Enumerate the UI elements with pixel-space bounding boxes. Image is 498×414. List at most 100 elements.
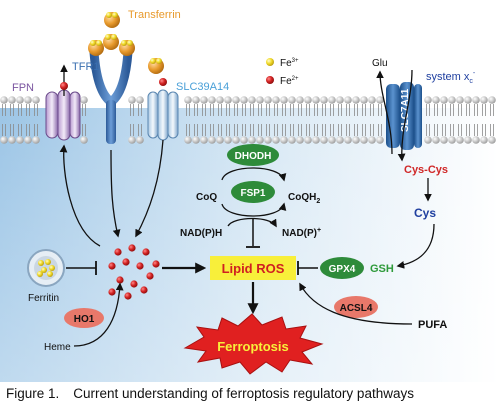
slc7a11-transporter <box>386 82 422 150</box>
lipid-tail <box>258 104 262 116</box>
ferritin-label: Ferritin <box>28 293 59 304</box>
lipid-tail <box>362 124 366 136</box>
lipid-head <box>248 136 256 144</box>
lipid-head <box>480 136 488 144</box>
lipid-tail <box>450 124 454 136</box>
lipid-head <box>8 136 16 144</box>
lipid-head <box>376 136 384 144</box>
ferritin <box>27 249 65 287</box>
tfr1-to-iron-arrow <box>110 149 121 238</box>
lipid-head <box>352 96 360 104</box>
figure-caption-text: Current understanding of ferroptosis reg… <box>73 386 414 401</box>
fe2-dot <box>146 272 154 280</box>
lipid-tail <box>266 104 270 116</box>
lipid-head <box>240 136 248 144</box>
lipid-head <box>432 96 440 104</box>
lipid-head <box>24 96 32 104</box>
fe2-legend-label: Fe2+ <box>280 76 299 87</box>
ferroptosis-label: Ferroptosis <box>217 339 289 354</box>
lipid-head <box>368 96 376 104</box>
lipid-head <box>336 136 344 144</box>
pufa-label: PUFA <box>418 319 447 331</box>
lipid-head <box>328 136 336 144</box>
fe2-dot <box>128 244 136 252</box>
lipid-head <box>424 96 432 104</box>
lipid-tail <box>242 104 246 116</box>
lipid-tail <box>274 124 278 136</box>
lipid-tail <box>194 124 198 136</box>
diagram-canvas: FPN TFR1 Transferrin SLC39A14 <box>0 9 498 382</box>
lipid-tail <box>306 124 310 136</box>
iron-legend: Fe3+ Fe2+ <box>266 58 299 87</box>
lipid-head <box>488 96 496 104</box>
lipid-tail <box>314 124 318 136</box>
lipid-head <box>240 96 248 104</box>
coqh2-label: CoQH2 <box>288 192 320 205</box>
lipid-tail <box>322 124 326 136</box>
lipid-head <box>488 136 496 144</box>
lipid-head <box>232 96 240 104</box>
tfr1-label: TFR1 <box>72 61 100 73</box>
iron-to-fpn-arrow <box>59 144 101 247</box>
lipid-head <box>224 96 232 104</box>
acsl4-label: ACSL4 <box>340 303 373 314</box>
lipid-tail <box>434 104 438 116</box>
lipid-head <box>312 96 320 104</box>
lipid-tail <box>186 104 190 116</box>
lipid-head <box>248 96 256 104</box>
lipid-head <box>232 136 240 144</box>
lipid-head <box>264 136 272 144</box>
lipid-head <box>288 136 296 144</box>
lipid-head <box>304 96 312 104</box>
fe2-dot <box>130 280 138 288</box>
lipid-tail <box>2 124 6 136</box>
lipid-head <box>344 136 352 144</box>
lipid-tail <box>354 124 358 136</box>
lipid-tail <box>338 124 342 136</box>
lipid-head <box>192 96 200 104</box>
dhodh-oval <box>227 144 279 166</box>
fe2-dot <box>116 276 124 284</box>
lipid-head <box>376 96 384 104</box>
glu-label: Glu <box>372 58 388 69</box>
lipid-tail <box>250 124 254 136</box>
transferrin-molecule-3 <box>119 40 135 56</box>
figure-caption: Figure 1. Current understanding of ferrop… <box>6 386 414 401</box>
gpx4-oval <box>320 257 364 279</box>
lipid-tail <box>10 124 14 136</box>
lipid-tail <box>370 104 374 116</box>
lipid-head <box>0 96 8 104</box>
lipid-head <box>272 136 280 144</box>
ho1-label: HO1 <box>74 314 95 325</box>
lipid-head <box>8 96 16 104</box>
lipid-head <box>24 136 32 144</box>
coq-reduction-arrow-bottom <box>221 202 287 217</box>
lipid-tail <box>370 124 374 136</box>
lipid-ros-box <box>210 256 296 280</box>
slc39a14-label: SLC39A14 <box>176 81 229 93</box>
gsh-label: GSH <box>370 263 394 275</box>
lipid-tail <box>298 104 302 116</box>
lipid-head <box>200 136 208 144</box>
lipid-tail <box>306 104 310 116</box>
lipid-tail <box>138 124 142 136</box>
fsp1-oval <box>231 181 275 203</box>
fe3-legend-label: Fe3+ <box>280 58 299 69</box>
lipid-head <box>368 136 376 144</box>
lipid-tail <box>226 124 230 136</box>
lipid-tail <box>346 104 350 116</box>
lipid-head <box>256 96 264 104</box>
lipid-tail <box>34 104 38 116</box>
plasma-membrane <box>0 96 496 144</box>
lipid-tail <box>354 104 358 116</box>
lipid-head <box>360 96 368 104</box>
lipid-tail <box>274 104 278 116</box>
heme-to-iron-arrow <box>73 282 124 347</box>
labile-iron-pool <box>108 244 160 300</box>
fe3-legend-dot <box>266 58 274 66</box>
lipid-tail <box>226 104 230 116</box>
lipid-tail <box>210 124 214 136</box>
gpx4-label: GPX4 <box>329 264 356 275</box>
figure-number: Figure 1. <box>6 386 60 401</box>
transferrin-label: Transferrin <box>128 9 181 21</box>
